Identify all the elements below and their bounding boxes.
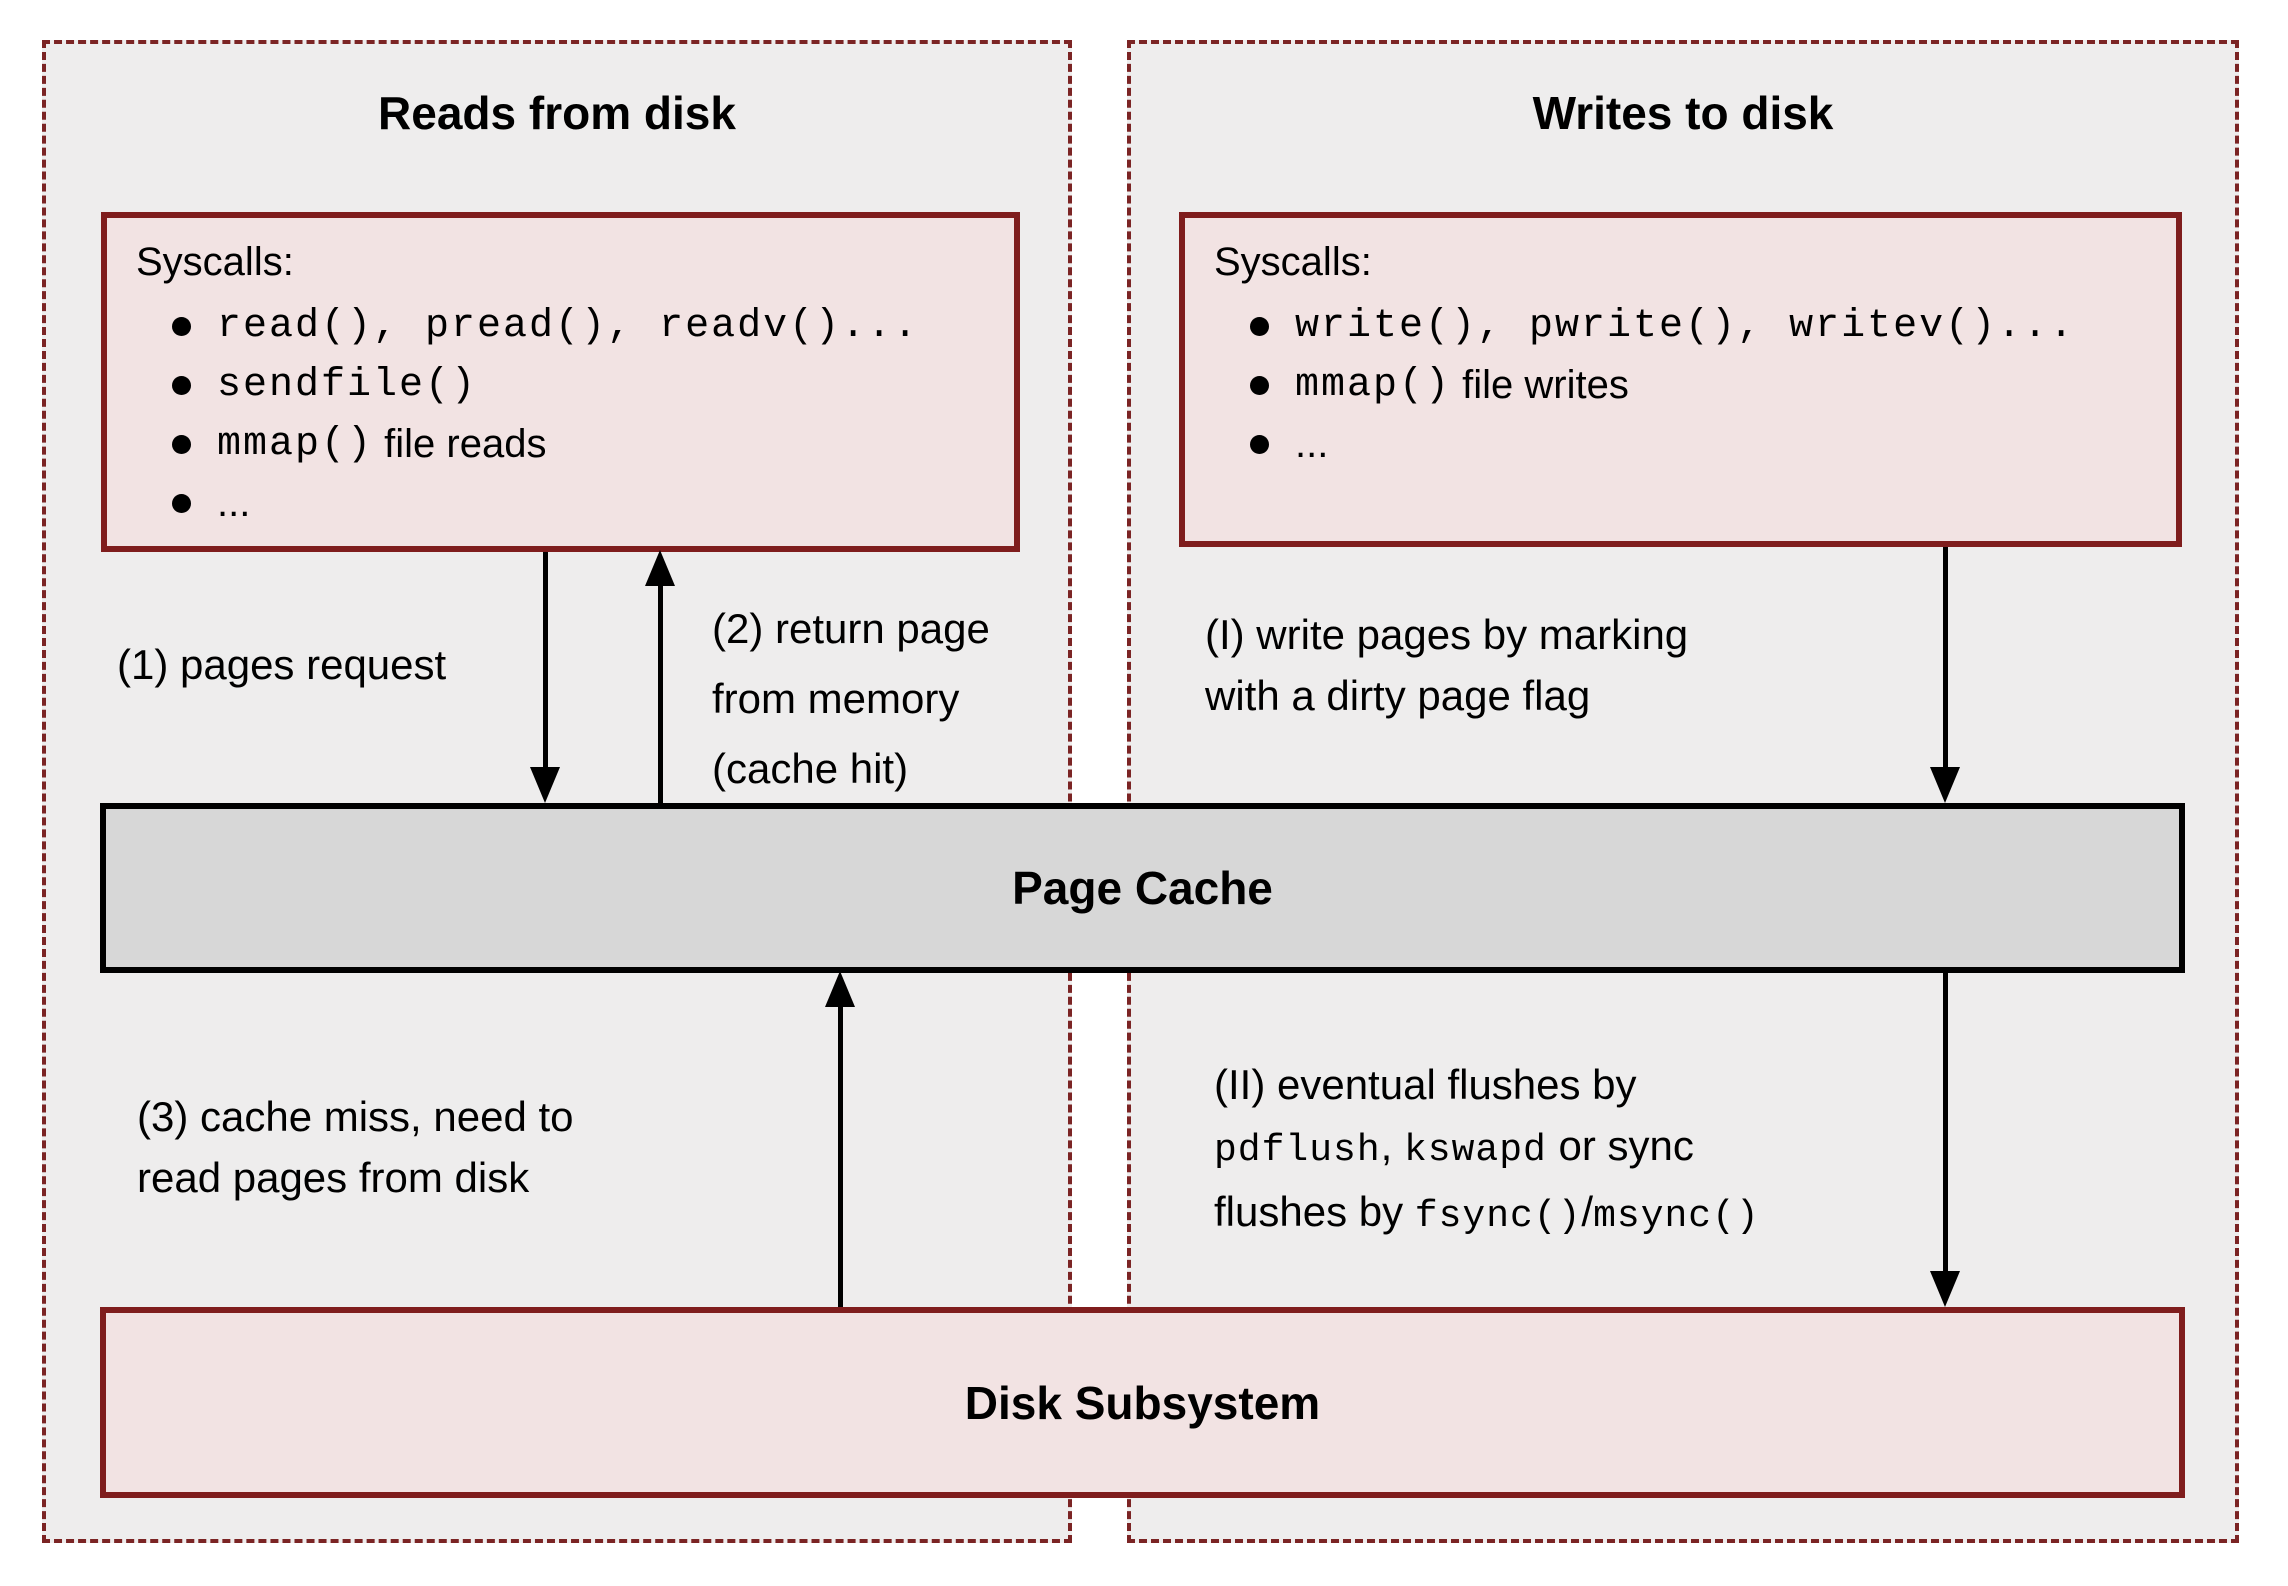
- writes-panel-title: Writes to disk: [1532, 87, 1834, 139]
- label-line: from memory: [712, 675, 960, 722]
- writes-syscalls-list: write(), pwrite(), writev()... mmap() fi…: [1214, 297, 2176, 474]
- writes-syscalls-box: Syscalls: write(), pwrite(), writev()...…: [1179, 212, 2182, 547]
- syscall-code: mmap(): [217, 422, 374, 467]
- label-line: (I) write pages by marking: [1205, 611, 1689, 658]
- list-item: write(), pwrite(), writev()...: [1250, 297, 2176, 356]
- arrow-up-icon: [825, 971, 855, 1007]
- label-line: flushes by fsync()/msync(): [1214, 1181, 1760, 1247]
- syscall-code: mmap(): [1295, 363, 1452, 408]
- disk-subsystem-node: Disk Subsystem: [100, 1307, 2185, 1498]
- bullet-icon: [172, 435, 191, 454]
- label-line: read pages from disk: [137, 1154, 530, 1201]
- label-code: msync(): [1593, 1195, 1760, 1238]
- label-text: (II) eventual flushes by: [1214, 1061, 1637, 1108]
- list-item: ...: [1250, 415, 2176, 474]
- label-cache-miss: (3) cache miss, need to read pages from …: [137, 1086, 574, 1208]
- bullet-icon: [172, 317, 191, 336]
- label-line: pdflush, kswapd or sync: [1214, 1115, 1760, 1181]
- label-pages-request: (1) pages request: [117, 634, 446, 695]
- bullet-icon: [1250, 376, 1269, 395]
- label-text: or sync: [1546, 1122, 1694, 1169]
- arrow-cache-miss: [838, 1005, 843, 1307]
- syscall-text: ...: [217, 481, 251, 525]
- reads-syscalls-heading: Syscalls:: [136, 240, 294, 284]
- label-code: pdflush: [1214, 1129, 1381, 1172]
- label-line: (3) cache miss, need to: [137, 1093, 574, 1140]
- arrow-return-page: [658, 584, 663, 803]
- arrow-pages-request: [543, 552, 548, 771]
- label-line: with a dirty page flag: [1205, 672, 1591, 719]
- list-item: read(), pread(), readv()...: [172, 297, 1014, 356]
- label-text: ,: [1380, 1122, 1404, 1169]
- page-cache-label: Page Cache: [1012, 862, 1273, 914]
- label-eventual-flushes: (II) eventual flushes by pdflush, kswapd…: [1214, 1054, 1760, 1247]
- list-item: ...: [172, 474, 1014, 533]
- disk-subsystem-label: Disk Subsystem: [964, 1376, 1321, 1429]
- label-line: (2) return page: [712, 605, 990, 652]
- arrow-write-pages: [1943, 547, 1948, 769]
- label-line: (1) pages request: [117, 641, 447, 688]
- syscall-code: read(), pread(), readv()...: [217, 304, 920, 349]
- label-write-pages: (I) write pages by marking with a dirty …: [1205, 604, 1688, 726]
- writes-syscalls-heading: Syscalls:: [1214, 240, 1372, 284]
- label-code: kswapd: [1403, 1129, 1547, 1172]
- syscall-text: file writes: [1451, 363, 1629, 407]
- syscall-code: sendfile(): [217, 363, 478, 408]
- arrow-down-icon: [1930, 1271, 1960, 1307]
- label-return-page: (2) return page from memory (cache hit): [712, 594, 990, 804]
- arrow-flush-pages: [1943, 973, 1948, 1273]
- syscall-code: write(), pwrite(), writev()...: [1295, 304, 2076, 349]
- syscall-text: file reads: [373, 422, 547, 466]
- arrow-down-icon: [530, 767, 560, 803]
- page-cache-node: Page Cache: [100, 803, 2185, 973]
- reads-syscalls-list: read(), pread(), readv()... sendfile() m…: [136, 297, 1014, 533]
- bullet-icon: [1250, 317, 1269, 336]
- reads-panel-title: Reads from disk: [378, 87, 736, 139]
- bullet-icon: [172, 376, 191, 395]
- list-item: mmap() file reads: [172, 415, 1014, 474]
- arrow-up-icon: [645, 550, 675, 586]
- reads-syscalls-box: Syscalls: read(), pread(), readv()... se…: [101, 212, 1020, 552]
- label-text: flushes by: [1214, 1188, 1415, 1235]
- bullet-icon: [1250, 435, 1269, 454]
- bullet-icon: [172, 494, 191, 513]
- label-line: (II) eventual flushes by: [1214, 1054, 1760, 1115]
- arrow-down-icon: [1930, 767, 1960, 803]
- label-code: fsync(): [1414, 1195, 1582, 1238]
- list-item: sendfile(): [172, 356, 1014, 415]
- list-item: mmap() file writes: [1250, 356, 2176, 415]
- syscall-text: ...: [1295, 422, 1329, 466]
- label-text: /: [1581, 1188, 1594, 1235]
- label-line: (cache hit): [712, 745, 909, 792]
